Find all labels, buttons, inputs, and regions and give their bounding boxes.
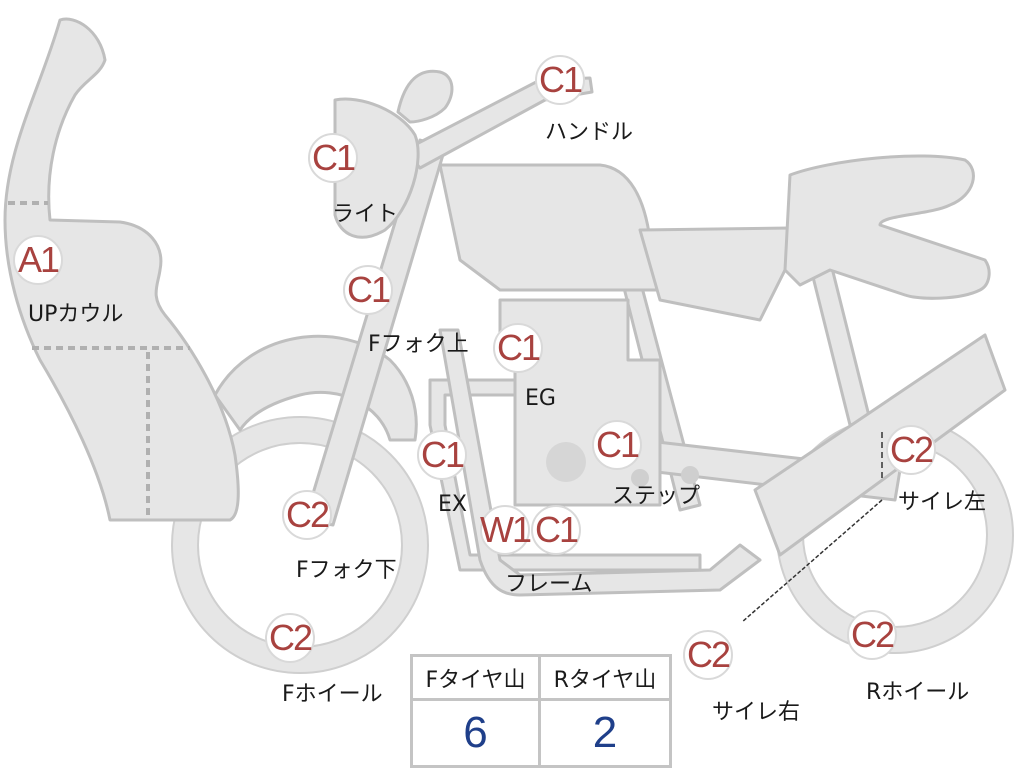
frame-lower-shape [438,328,762,597]
silencer-shape [753,333,1007,557]
handle-label: ハンドル [545,120,634,145]
front-tire-tread-value[interactable]: 6 [413,701,541,765]
seat-shape [783,154,991,300]
engine-cover-shape [546,442,586,482]
step-peg-shape-b [681,466,699,484]
side-cover-shape [638,226,792,322]
step-marker[interactable]: C1 [592,420,642,470]
step-peg-shape-a [631,469,649,487]
front-wheel-shape-outline [171,416,429,674]
frame-weld-marker[interactable]: W1 [480,505,532,555]
front-tire-tread-header: Fタイヤ山 [413,657,541,701]
rear-wheel-label: Rホイール [866,680,970,705]
upper-cowl-shape [3,17,240,522]
step-label: ステップ [612,484,701,509]
silencer-right-leader [741,499,883,623]
exhaust-label: EX [438,492,467,517]
silencer-left-label: サイレ左 [898,490,987,515]
silencer-left-marker[interactable]: C2 [886,425,936,475]
fork-lower-marker[interactable]: C2 [282,490,332,540]
fork-lower-label: Fフォク下 [296,558,397,583]
frame-label: フレーム [505,572,593,597]
rear-tire-tread-header: Rタイヤ山 [541,657,669,701]
silencer-right-marker[interactable]: C2 [683,630,733,680]
rear-stay-shape [808,258,872,427]
front-wheel-marker[interactable]: C2 [265,613,315,663]
upper-cowl-label: UPカウル [28,302,124,327]
light-marker[interactable]: C1 [308,133,358,183]
light-label: ライト [332,202,399,227]
upper-cowl-marker[interactable]: A1 [13,235,63,285]
engine-marker[interactable]: C1 [493,323,543,373]
exhaust-marker[interactable]: C1 [417,430,467,480]
handle-marker[interactable]: C1 [535,55,585,105]
mirror-shape [396,69,454,124]
fork-upper-marker[interactable]: C1 [343,265,393,315]
fuel-tank-shape [438,163,662,292]
headlight-shape [333,97,420,239]
front-wheel-label: Fホイール [282,682,383,707]
frame-marker[interactable]: C1 [531,505,581,555]
fork-upper-label: Fフォク上 [368,332,469,357]
rear-tire-tread-value[interactable]: 2 [592,708,618,757]
rear-wheel-marker[interactable]: C2 [847,610,897,660]
tire-tread-table: Fタイヤ山 Rタイヤ山 6 2 [410,654,672,768]
silencer-right-label: サイレ右 [712,700,801,725]
engine-label: EG [525,386,556,411]
